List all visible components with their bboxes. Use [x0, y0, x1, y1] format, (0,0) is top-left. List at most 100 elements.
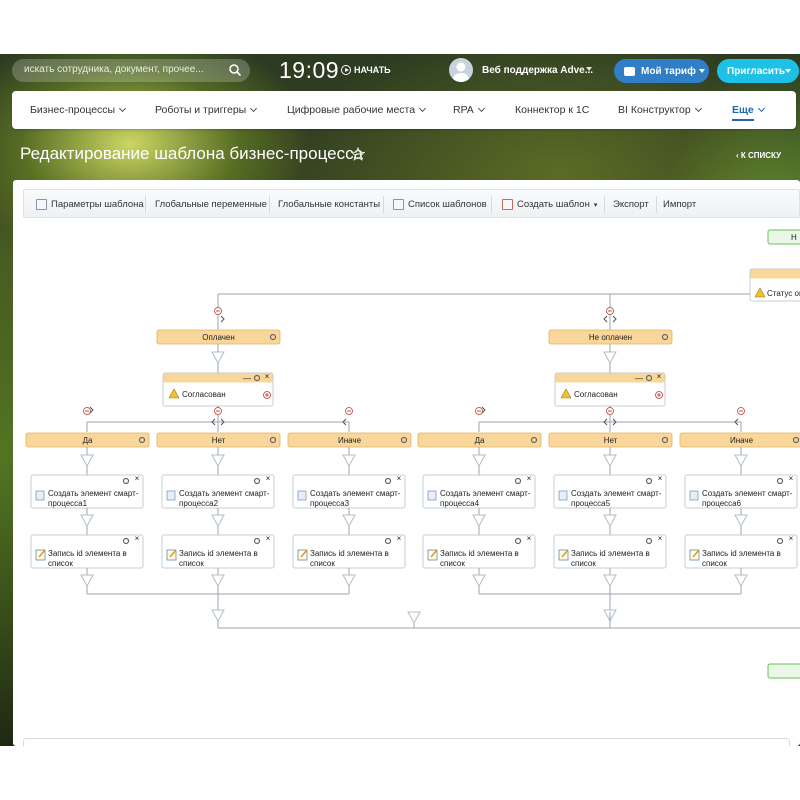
gear-icon[interactable]	[514, 537, 522, 545]
nav-item-digital-workplaces[interactable]: Цифровые рабочие места	[287, 104, 427, 116]
chevron-left-icon[interactable]	[211, 418, 216, 426]
nav-item-more[interactable]: Еще	[732, 104, 765, 121]
status-block-header	[750, 269, 800, 279]
search-input[interactable]: искать сотрудника, документ, прочее...	[12, 59, 250, 82]
gear-icon[interactable]	[776, 537, 784, 545]
top-right-button[interactable]	[767, 229, 800, 245]
gear-icon[interactable]	[384, 477, 392, 485]
close-icon[interactable]: ×	[658, 534, 663, 543]
user-icon	[453, 62, 469, 82]
gear-icon[interactable]	[661, 333, 669, 341]
gear-icon[interactable]	[792, 436, 800, 444]
block-text-line-2: список	[48, 559, 73, 568]
gear-icon[interactable]	[253, 374, 261, 382]
gear-icon[interactable]	[645, 374, 653, 382]
close-icon[interactable]: ×	[527, 534, 532, 543]
gear-icon[interactable]	[645, 477, 653, 485]
gear-icon[interactable]	[122, 477, 130, 485]
global-consts-button[interactable]: Глобальные константы	[278, 199, 380, 210]
close-icon[interactable]: ×	[266, 534, 271, 543]
chevron-down-icon[interactable]	[586, 67, 592, 71]
gear-icon[interactable]	[138, 436, 146, 444]
editor-toolbar: Параметры шаблона Глобальные переменные …	[23, 189, 800, 218]
close-icon[interactable]: ×	[527, 474, 532, 483]
avatar[interactable]	[449, 58, 473, 82]
invite-label: Пригласить	[727, 65, 786, 77]
close-icon[interactable]: ×	[265, 372, 270, 381]
nav-item-business-processes[interactable]: Бизнес-процессы	[30, 104, 127, 116]
block-text-line-2: процесса4	[440, 499, 480, 508]
nav-item-robots[interactable]: Роботы и триггеры	[155, 104, 258, 116]
create-template-button[interactable]: Создать шаблон▾	[502, 199, 597, 210]
gear-icon[interactable]	[253, 537, 261, 545]
chevron-left-icon[interactable]	[603, 315, 608, 323]
block-text-line-1: Создать элемент смарт-	[310, 489, 401, 498]
nav-item-rpa[interactable]: RPA	[453, 104, 485, 116]
main-nav: Бизнес-процессы Роботы и триггеры Цифров…	[12, 91, 796, 129]
gear-icon[interactable]	[122, 537, 130, 545]
close-icon[interactable]: ×	[266, 474, 271, 483]
invite-button[interactable]: Пригласить	[717, 59, 799, 83]
block-text-line-1: Запись id элемента в	[179, 549, 258, 558]
nav-item-1c-connector[interactable]: Коннектор к 1С	[515, 104, 589, 116]
chevron-left-icon[interactable]	[342, 418, 347, 426]
bottom-right-button[interactable]	[767, 663, 800, 679]
search-icon[interactable]	[228, 63, 242, 77]
chevron-right-icon[interactable]	[612, 315, 617, 323]
chevron-down-icon	[419, 104, 427, 113]
template-list-button[interactable]: Список шаблонов	[393, 199, 487, 210]
toolbar-divider	[656, 196, 657, 213]
export-button[interactable]: Экспорт	[613, 199, 649, 210]
chevron-right-icon[interactable]	[481, 406, 486, 414]
back-to-list-link[interactable]: ‹ К СПИСКУ	[736, 151, 782, 160]
gear-icon[interactable]	[661, 436, 669, 444]
flow-arrow-icon	[603, 454, 617, 468]
close-icon[interactable]: ×	[135, 474, 140, 483]
gear-icon[interactable]	[514, 477, 522, 485]
nav-label: RPA	[453, 104, 474, 116]
toolbar-divider	[604, 196, 605, 213]
toolbar-label: Список шаблонов	[408, 199, 487, 210]
gear-icon[interactable]	[776, 477, 784, 485]
back-link-label: К СПИСКУ	[740, 151, 782, 160]
global-vars-button[interactable]: Глобальные переменные	[155, 199, 267, 210]
close-icon[interactable]: ×	[657, 372, 662, 381]
chevron-right-icon[interactable]	[612, 418, 617, 426]
chevron-down-icon	[119, 104, 127, 113]
gear-icon[interactable]	[400, 436, 408, 444]
gear-icon[interactable]	[384, 537, 392, 545]
chevron-down-icon	[477, 104, 485, 113]
block-text-line-1: Запись id элемента в	[310, 549, 389, 558]
gear-icon[interactable]	[530, 436, 538, 444]
dropdown-arrow-icon: ▾	[593, 201, 598, 209]
close-icon[interactable]: ×	[397, 474, 402, 483]
gear-icon[interactable]	[269, 436, 277, 444]
new-doc-icon	[502, 199, 513, 210]
flow-arrow-icon	[603, 514, 617, 528]
import-button[interactable]: Импорт	[663, 199, 696, 210]
gear-icon[interactable]	[253, 477, 261, 485]
gear-icon[interactable]	[645, 537, 653, 545]
chevron-right-icon[interactable]	[220, 315, 225, 323]
close-icon[interactable]: ×	[397, 534, 402, 543]
chevron-left-icon[interactable]	[734, 418, 739, 426]
template-params-button[interactable]: Параметры шаблона	[36, 199, 144, 210]
nav-item-bi-builder[interactable]: BI Конструктор	[618, 104, 702, 116]
gear-icon[interactable]	[269, 333, 277, 341]
my-tariff-button[interactable]: Мой тариф	[614, 59, 709, 83]
close-icon[interactable]: ×	[658, 474, 663, 483]
start-workday-button[interactable]: НАЧАТЬ	[341, 65, 391, 75]
star-icon[interactable]	[351, 147, 365, 161]
close-icon[interactable]: ×	[789, 474, 794, 483]
block-text-line-2: список	[179, 559, 204, 568]
user-name[interactable]: Веб поддержка Adve...	[482, 65, 594, 76]
flow-arrow-icon	[80, 574, 94, 588]
close-icon[interactable]: ×	[135, 534, 140, 543]
chevron-right-icon[interactable]	[89, 406, 94, 414]
close-icon[interactable]: ×	[789, 534, 794, 543]
chevron-right-icon[interactable]	[220, 418, 225, 426]
block-text-line-1: Создать элемент смарт-	[179, 489, 270, 498]
nav-label: Коннектор к 1С	[515, 104, 590, 116]
toolbar-divider	[269, 196, 270, 213]
chevron-left-icon[interactable]	[603, 418, 608, 426]
